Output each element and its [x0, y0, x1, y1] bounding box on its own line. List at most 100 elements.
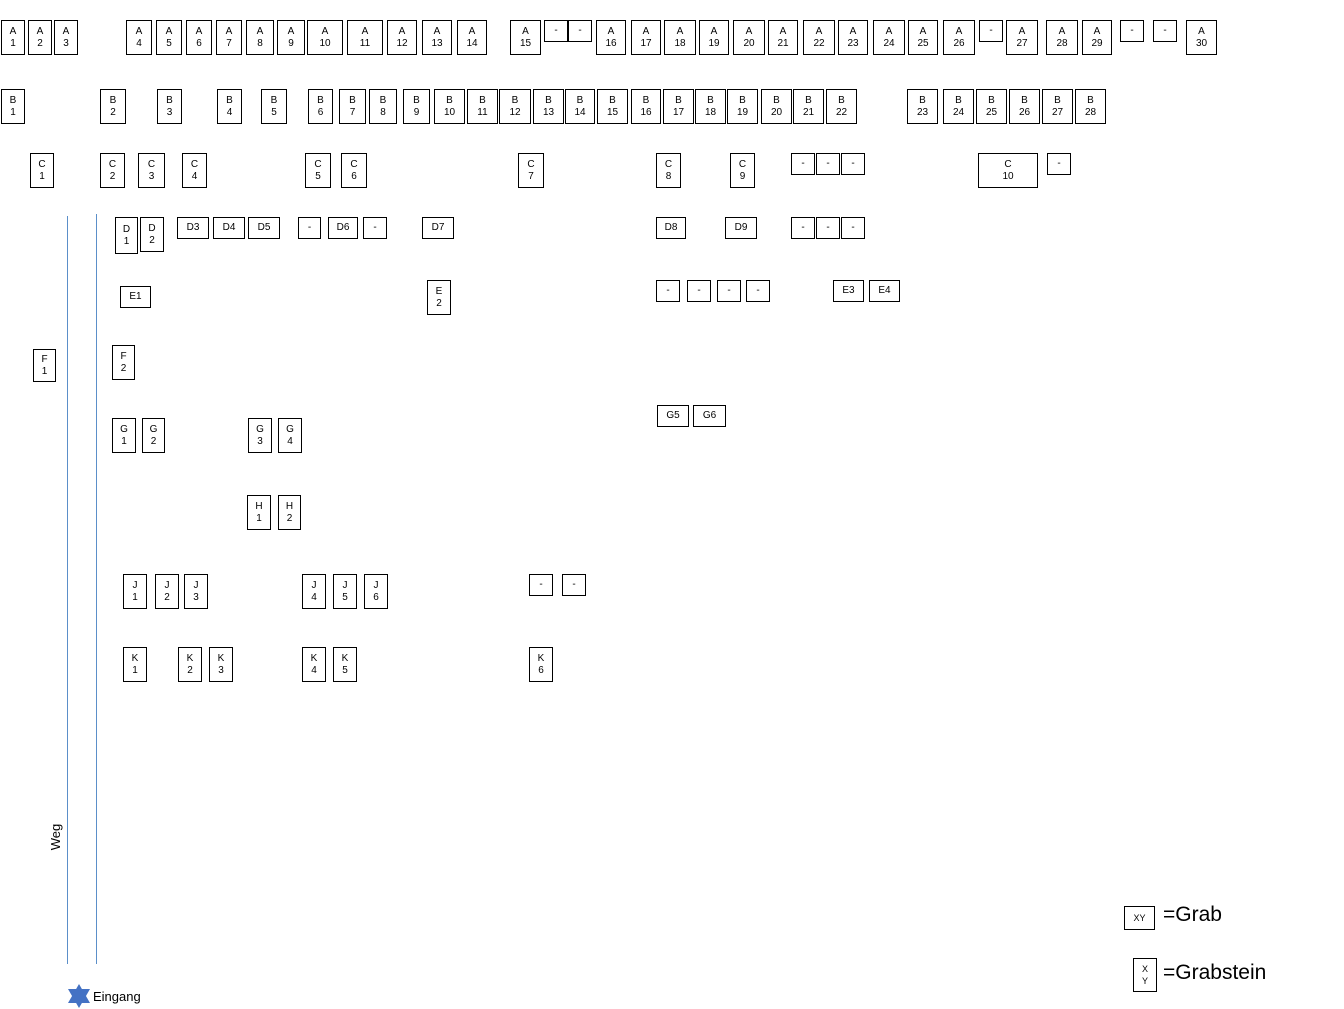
grave-label-line: F	[41, 353, 48, 365]
grave-label-line: A	[779, 25, 787, 37]
grave-label-line: A	[1018, 25, 1026, 37]
grave-label-line: 24	[883, 37, 895, 49]
path-label: Weg	[47, 823, 63, 851]
grave-label-line: -	[801, 222, 805, 233]
grave-label-line: 18	[704, 106, 717, 118]
grave-label-line: B	[739, 94, 746, 106]
grave: E3	[833, 280, 864, 302]
grave-label-line: 4	[226, 106, 233, 118]
grave-label-line: G6	[702, 410, 717, 421]
unnamed-grave: -	[298, 217, 321, 239]
grave-label-line: C	[147, 158, 156, 170]
grave-label-line: 1	[10, 106, 16, 118]
grave-label-line: D8	[664, 222, 678, 233]
grave-label-line: B	[919, 94, 926, 106]
grave-label-line: C	[1004, 158, 1012, 170]
grave-label-line: 25	[985, 106, 998, 118]
grave-label-line: 18	[674, 37, 686, 49]
grave-label-line: A	[849, 25, 857, 37]
grave-label-line: -	[578, 25, 582, 36]
grave-label-line: 5	[342, 664, 348, 676]
grave-label-line: 4	[191, 170, 198, 182]
grave-label-line: B	[379, 94, 387, 106]
grave-label-line: G	[120, 423, 128, 435]
grave-label-line: A	[1198, 25, 1205, 37]
grave-label-line: J	[132, 579, 138, 591]
grave-label-line: 29	[1091, 37, 1103, 49]
grave-label-line: 27	[1016, 37, 1028, 49]
grave-label-line: B	[642, 94, 650, 106]
grave-label-line: 5	[166, 37, 172, 49]
grave-label-line: J	[342, 579, 348, 591]
grave-label-line: 4	[311, 664, 317, 676]
grave-label-line: A	[676, 25, 684, 37]
grave-label-line: A	[885, 25, 893, 37]
unnamed-grave: -	[529, 574, 553, 596]
legend-grabstein-sample: X Y	[1133, 958, 1157, 992]
grave-label-line: 16	[640, 106, 652, 118]
grave-label-line: -	[727, 285, 731, 296]
grave-label-line: A	[1093, 25, 1101, 37]
grave-label-line: 1	[132, 664, 138, 676]
grave-label-line: 3	[257, 435, 263, 447]
grave: D4	[213, 217, 245, 239]
grave-label-line: 13	[542, 106, 555, 118]
grave-label-line: 3	[193, 591, 199, 603]
grave-label-line: A	[398, 25, 406, 37]
grave-label-line: 1	[39, 170, 45, 182]
grave-label-line: 15	[606, 106, 619, 118]
grave-label-line: 17	[640, 37, 652, 49]
grave-label-line: 28	[1084, 106, 1097, 118]
grave-label-line: B	[675, 94, 682, 106]
grave-label-line: 3	[218, 664, 224, 676]
grave-label-line: A	[1058, 25, 1066, 37]
grave-label-line: 20	[770, 106, 783, 118]
grave-label-line: -	[666, 285, 670, 296]
grave-label-line: 9	[739, 170, 746, 182]
grave-label-line: 2	[187, 664, 193, 676]
grave-label-line: 1	[256, 512, 262, 524]
grave-label-line: 17	[672, 106, 685, 118]
grave-label-line: -	[801, 158, 805, 169]
grave-label-line: E	[435, 285, 443, 297]
grave-label-line: 3	[166, 106, 173, 118]
grave-label-line: A	[165, 25, 173, 37]
unnamed-grave: -	[717, 280, 741, 302]
grave-label-line: A	[135, 25, 143, 37]
grave-label-line: 6	[317, 106, 324, 118]
grave-label-line: -	[826, 158, 830, 169]
grave-label-line: K	[217, 652, 225, 664]
legend-grab-sample: XY	[1124, 906, 1155, 930]
grave-label-line: 7	[349, 106, 356, 118]
grave-label-line: D4	[222, 222, 236, 233]
grave-label-line: 3	[148, 170, 155, 182]
grave-label-line: G5	[666, 410, 680, 421]
grave-label-line: 6	[196, 37, 202, 49]
grave-label-line: 2	[164, 591, 170, 603]
grave-label-line: B	[1087, 94, 1094, 106]
grave-label-line: -	[989, 25, 993, 36]
grave-label-line: C	[527, 158, 535, 170]
grave-label-line: 2	[109, 170, 116, 182]
grave-label-line: A	[710, 25, 718, 37]
grave-label-line: A	[815, 25, 823, 37]
